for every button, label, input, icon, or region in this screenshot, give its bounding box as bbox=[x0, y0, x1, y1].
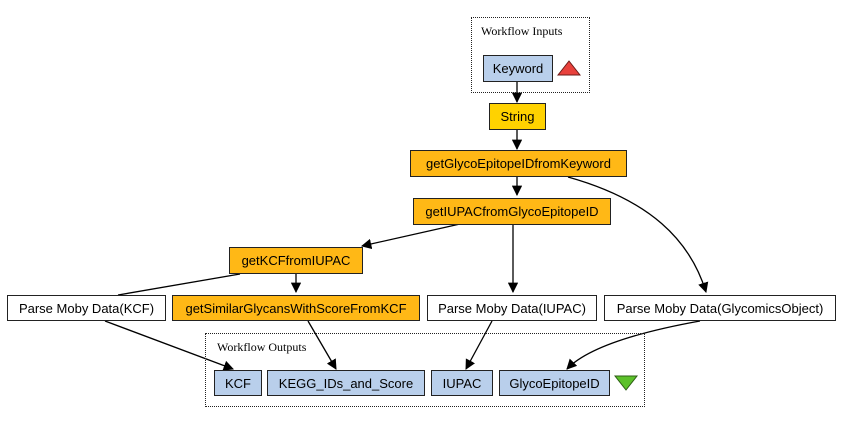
workflow-outputs-cluster: Workflow Outputs bbox=[205, 333, 645, 407]
get-similar-glycans-with-score-from-kcf-node[interactable]: getSimilarGlycansWithScoreFromKCF bbox=[172, 295, 420, 321]
edge-parse-kcf-to-out-kcf bbox=[104, 320, 234, 371]
edge-parse-glycomics-to-out-glyco-epitope-id bbox=[566, 320, 701, 370]
edge-get-similar-glycans-to-out-kegg bbox=[307, 320, 337, 370]
edge-get-kcf-to-parse-kcf bbox=[117, 273, 241, 296]
get-kcf-from-iupac-node[interactable]: getKCFfromIUPAC bbox=[229, 247, 363, 274]
workflow-inputs-cluster: Workflow Inputs bbox=[471, 17, 590, 93]
get-iupac-from-glyco-epitope-id-node[interactable]: getIUPACfromGlycoEpitopeID bbox=[413, 198, 611, 225]
output-iupac-node[interactable]: IUPAC bbox=[431, 370, 493, 396]
workflow-inputs-label: Workflow Inputs bbox=[481, 24, 563, 38]
edge-parse-iupac-to-out-iupac bbox=[465, 320, 493, 370]
parse-moby-data-kcf-node[interactable]: Parse Moby Data(KCF) bbox=[7, 295, 166, 321]
edge-get-iupac-to-get-kcf bbox=[360, 223, 461, 250]
red-up-triangle-icon bbox=[557, 60, 581, 76]
edge-get-glyco-epitope-id-to-parse-glycomics bbox=[567, 176, 709, 293]
parse-moby-data-glycomics-object-node[interactable]: Parse Moby Data(GlycomicsObject) bbox=[604, 295, 836, 321]
output-kegg-ids-and-score-node[interactable]: KEGG_IDs_and_Score bbox=[267, 370, 425, 396]
green-down-triangle-icon bbox=[614, 375, 638, 391]
input-keyword-node[interactable]: Keyword bbox=[483, 55, 553, 82]
parse-moby-data-iupac-node[interactable]: Parse Moby Data(IUPAC) bbox=[427, 295, 597, 321]
workflow-outputs-label: Workflow Outputs bbox=[217, 340, 307, 354]
output-kcf-node[interactable]: KCF bbox=[214, 370, 262, 396]
string-constant-node[interactable]: String bbox=[489, 103, 546, 130]
get-glyco-epitope-id-from-keyword-node[interactable]: getGlycoEpitopeIDfromKeyword bbox=[410, 150, 627, 177]
output-glyco-epitope-id-node[interactable]: GlycoEpitopeID bbox=[499, 370, 610, 396]
